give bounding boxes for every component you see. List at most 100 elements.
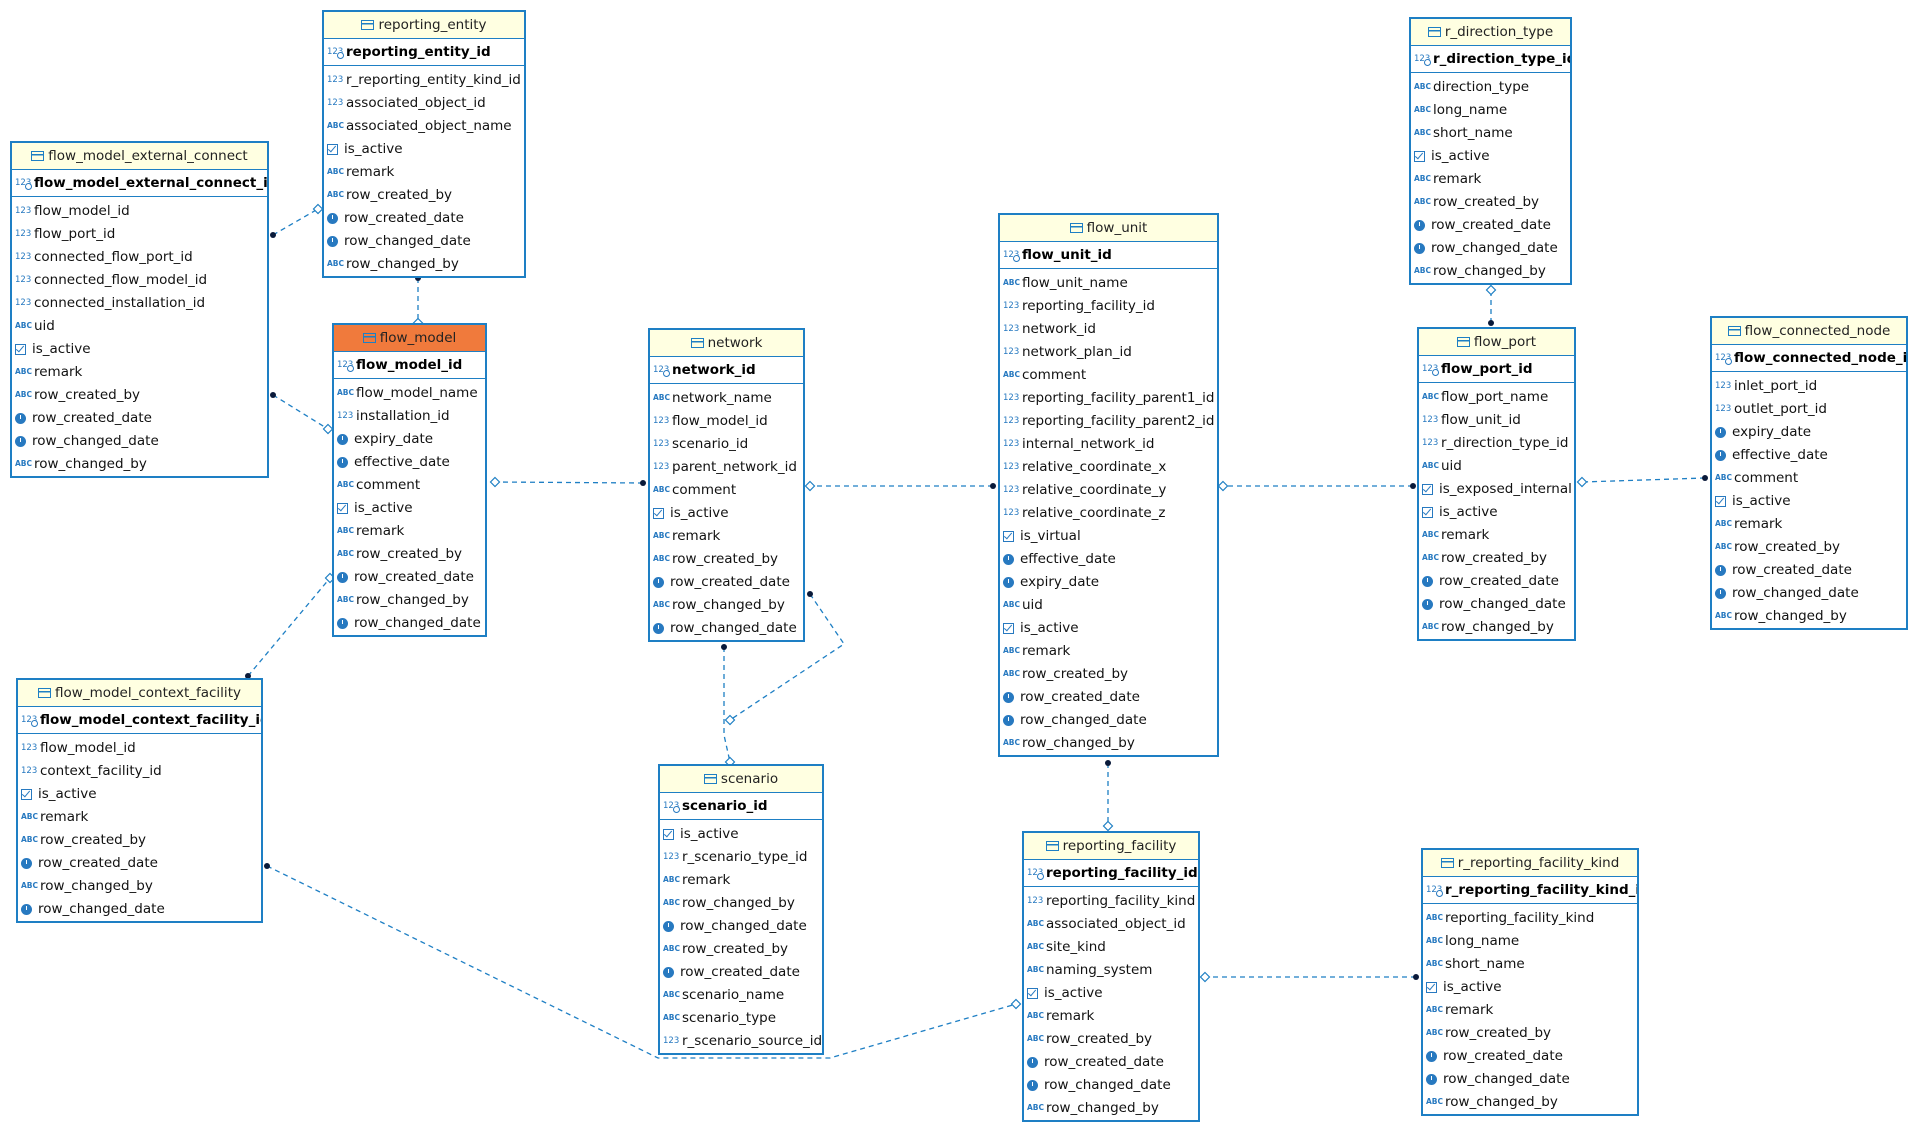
primary-key-row[interactable]: flow_connected_node_id [1712, 345, 1906, 372]
entity-r-direction-type[interactable]: r_direction_typer_direction_type_iddirec… [1409, 17, 1572, 285]
column-row[interactable]: flow_port_name [1419, 386, 1574, 409]
column-row[interactable]: flow_model_id [650, 410, 803, 433]
column-row[interactable]: row_changed_by [324, 253, 524, 276]
column-row[interactable]: row_changed_by [1024, 1097, 1198, 1120]
column-row[interactable]: is_active [12, 338, 267, 361]
column-row[interactable]: is_virtual [1000, 525, 1217, 548]
entity-title[interactable]: scenario [660, 766, 822, 793]
column-row[interactable]: flow_model_id [12, 200, 267, 223]
entity-title[interactable]: flow_port [1419, 329, 1574, 356]
column-row[interactable]: comment [650, 479, 803, 502]
column-row[interactable]: r_scenario_type_id [660, 846, 822, 869]
primary-key-row[interactable]: scenario_id [660, 793, 822, 820]
entity-flow-model[interactable]: flow_modelflow_model_idflow_model_namein… [332, 323, 487, 637]
column-row[interactable]: remark [18, 806, 261, 829]
primary-key-row[interactable]: r_direction_type_id [1411, 46, 1570, 73]
entity-network[interactable]: networknetwork_idnetwork_nameflow_model_… [648, 328, 805, 642]
column-row[interactable]: row_created_by [1024, 1028, 1198, 1051]
column-row[interactable]: row_created_by [650, 548, 803, 571]
relationship-line[interactable] [494, 481, 644, 484]
entity-title[interactable]: r_reporting_facility_kind [1423, 850, 1637, 877]
column-row[interactable]: scenario_id [650, 433, 803, 456]
column-row[interactable]: row_changed_by [1712, 605, 1906, 628]
entity-title[interactable]: network [650, 330, 803, 357]
column-row[interactable]: row_changed_date [1024, 1074, 1198, 1097]
column-row[interactable]: row_changed_date [12, 430, 267, 453]
column-row[interactable]: remark [1712, 513, 1906, 536]
column-row[interactable]: is_active [324, 138, 524, 161]
column-row[interactable]: naming_system [1024, 959, 1198, 982]
column-row[interactable]: row_changed_by [660, 892, 822, 915]
column-row[interactable]: remark [1411, 168, 1570, 191]
column-row[interactable]: row_created_by [660, 938, 822, 961]
column-row[interactable]: reporting_facility_parent1_id [1000, 387, 1217, 410]
column-row[interactable]: flow_unit_name [1000, 272, 1217, 295]
column-row[interactable]: is_active [1000, 617, 1217, 640]
column-row[interactable]: network_plan_id [1000, 341, 1217, 364]
column-row[interactable]: row_created_date [1712, 559, 1906, 582]
column-row[interactable]: flow_port_id [12, 223, 267, 246]
column-row[interactable]: remark [650, 525, 803, 548]
column-row[interactable]: row_created_date [324, 207, 524, 230]
column-row[interactable]: inlet_port_id [1712, 375, 1906, 398]
entity-title[interactable]: flow_connected_node [1712, 318, 1906, 345]
column-row[interactable]: effective_date [1000, 548, 1217, 571]
column-row[interactable]: outlet_port_id [1712, 398, 1906, 421]
entity-title[interactable]: flow_model_context_facility [18, 680, 261, 707]
relationship-line[interactable] [729, 593, 845, 721]
relationship-line[interactable] [266, 865, 1017, 1059]
column-row[interactable]: is_active [1423, 976, 1637, 999]
column-row[interactable]: is_active [1411, 145, 1570, 168]
column-row[interactable]: connected_flow_port_id [12, 246, 267, 269]
column-row[interactable]: network_id [1000, 318, 1217, 341]
column-row[interactable]: is_active [1024, 982, 1198, 1005]
column-row[interactable]: expiry_date [334, 428, 485, 451]
primary-key-row[interactable]: reporting_facility_id [1024, 860, 1198, 887]
entity-flow-unit[interactable]: flow_unitflow_unit_idflow_unit_namerepor… [998, 213, 1219, 757]
column-row[interactable]: row_changed_date [324, 230, 524, 253]
column-row[interactable]: remark [1000, 640, 1217, 663]
column-row[interactable]: flow_unit_id [1419, 409, 1574, 432]
column-row[interactable]: installation_id [334, 405, 485, 428]
column-row[interactable]: connected_flow_model_id [12, 269, 267, 292]
column-row[interactable]: scenario_name [660, 984, 822, 1007]
column-row[interactable]: row_changed_by [1411, 260, 1570, 283]
column-row[interactable]: row_created_date [650, 571, 803, 594]
column-row[interactable]: row_changed_by [334, 589, 485, 612]
entity-flow-connected-node[interactable]: flow_connected_nodeflow_connected_node_i… [1710, 316, 1908, 630]
column-row[interactable]: is_active [334, 497, 485, 520]
column-row[interactable]: r_scenario_source_id [660, 1030, 822, 1053]
primary-key-row[interactable]: flow_port_id [1419, 356, 1574, 383]
relationship-line[interactable] [247, 577, 331, 677]
column-row[interactable]: r_reporting_entity_kind_id [324, 69, 524, 92]
column-row[interactable]: uid [1419, 455, 1574, 478]
relationship-line[interactable] [723, 647, 731, 763]
entity-flow-port[interactable]: flow_portflow_port_id flow_port_nameflow_… [1417, 327, 1576, 641]
column-row[interactable]: reporting_facility_kind [1423, 907, 1637, 930]
column-row[interactable]: row_created_date [12, 407, 267, 430]
column-row[interactable]: row_created_date [1419, 570, 1574, 593]
column-row[interactable]: flow_model_name [334, 382, 485, 405]
column-row[interactable]: row_changed_date [1411, 237, 1570, 260]
column-row[interactable]: row_created_by [1419, 547, 1574, 570]
column-row[interactable]: reporting_facility_kind [1024, 890, 1198, 913]
entity-r-reporting-facility-kind[interactable]: r_reporting_facility_kindr_reporting_fac… [1421, 848, 1639, 1116]
column-row[interactable]: row_changed_date [650, 617, 803, 640]
column-row[interactable]: is_active [18, 783, 261, 806]
column-row[interactable]: row_created_by [1411, 191, 1570, 214]
column-row[interactable]: row_changed_by [650, 594, 803, 617]
relationship-line[interactable] [1581, 477, 1706, 483]
column-row[interactable]: row_changed_by [1000, 732, 1217, 755]
column-row[interactable]: context_facility_id [18, 760, 261, 783]
column-row[interactable]: remark [1423, 999, 1637, 1022]
column-row[interactable]: long_name [1411, 99, 1570, 122]
entity-reporting-facility[interactable]: reporting_facilityreporting_facility_idr… [1022, 831, 1200, 1122]
column-row[interactable]: row_created_date [660, 961, 822, 984]
column-row[interactable]: remark [334, 520, 485, 543]
column-row[interactable]: connected_installation_id [12, 292, 267, 315]
column-row[interactable]: row_created_by [1423, 1022, 1637, 1045]
column-row[interactable]: row_changed_date [1419, 593, 1574, 616]
column-row[interactable]: site_kind [1024, 936, 1198, 959]
entity-reporting-entity[interactable]: reporting_entityreporting_entity_idr_rep… [322, 10, 526, 278]
